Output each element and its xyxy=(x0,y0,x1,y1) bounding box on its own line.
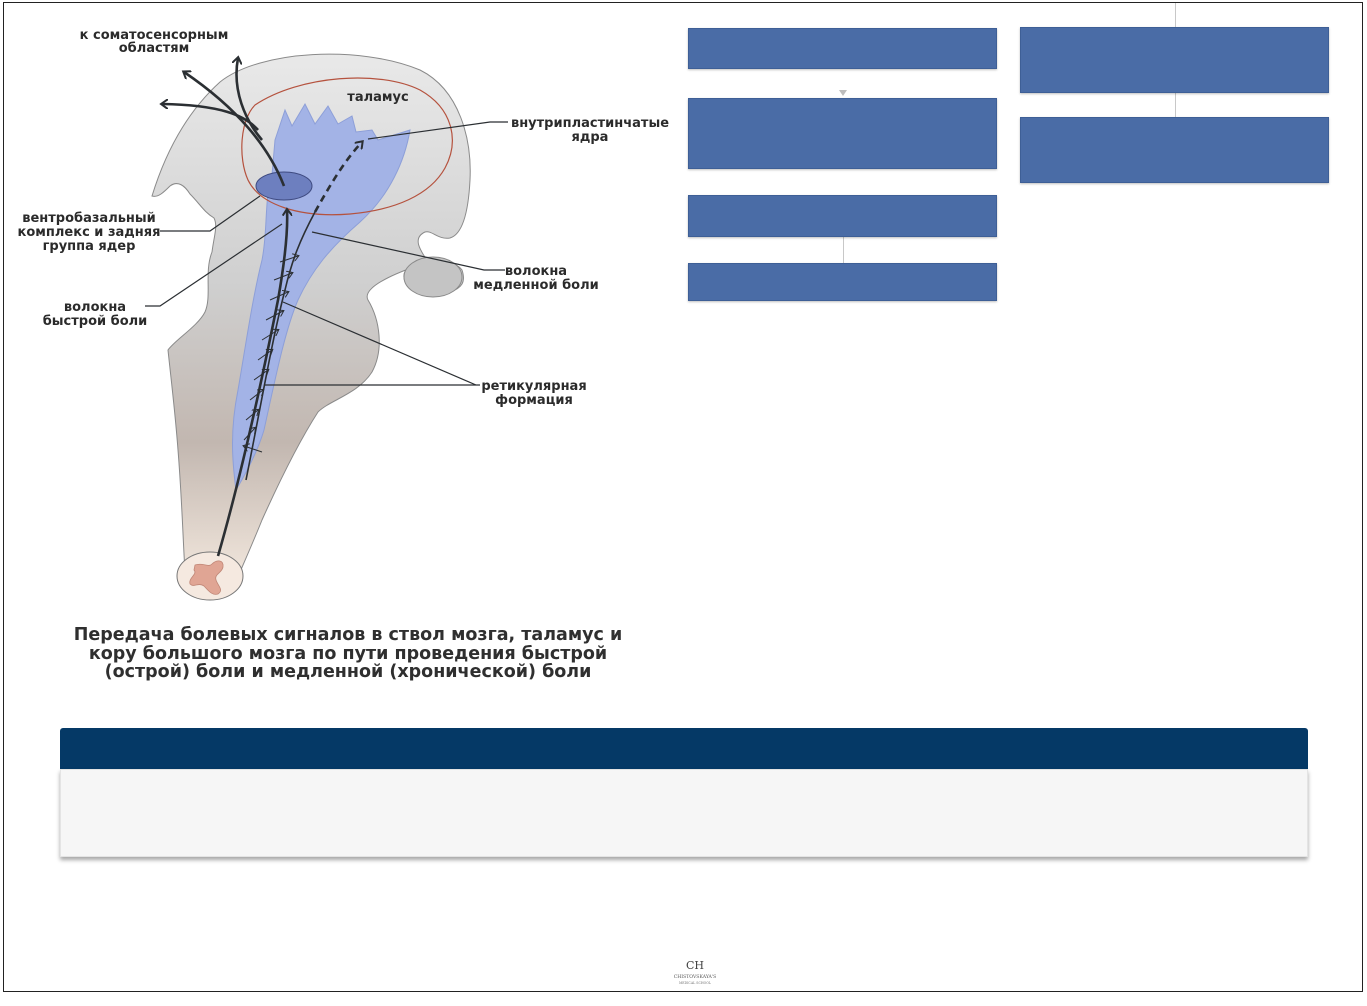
label-somatosensory-2: областям xyxy=(119,41,190,56)
label-ventrobasal-2: комплекс и задняя xyxy=(18,225,161,240)
label-reticular-2: формация xyxy=(495,393,573,408)
school-logo: CH CHISTOVSKAYA'S MEDICAL SCHOOL xyxy=(664,956,726,988)
connector-line xyxy=(1175,93,1176,117)
leader-lines xyxy=(145,121,508,386)
svg-text:CHISTOVSKAYA'S: CHISTOVSKAYA'S xyxy=(674,974,716,980)
reticular-branches xyxy=(244,256,298,453)
label-ventrobasal-3: группа ядер xyxy=(43,239,136,254)
label-reticular-1: ретикулярная xyxy=(481,379,586,394)
pain-pathway-diagram: к соматосенсорным областям таламус внутр… xyxy=(18,28,669,601)
label-slow-fibers-2: медленной боли xyxy=(473,278,598,293)
slow-pain-fiber xyxy=(245,211,316,481)
label-fast-fibers-1: волокна xyxy=(64,300,126,315)
flow-box-1 xyxy=(688,28,997,69)
label-intralaminar-2: ядра xyxy=(572,130,609,145)
label-thalamus: таламус xyxy=(347,90,408,105)
thalamus-outline xyxy=(241,77,453,216)
label-slow-fibers-1: волокна xyxy=(505,264,567,279)
content-panel xyxy=(60,769,1308,857)
flow-box-4 xyxy=(688,263,997,301)
pathway-region xyxy=(232,102,411,492)
svg-text:CH: CH xyxy=(686,959,704,972)
connector-arrow xyxy=(839,90,847,96)
svg-text:MEDICAL SCHOOL: MEDICAL SCHOOL xyxy=(679,981,712,985)
slow-pain-fiber-dashed xyxy=(313,142,362,213)
label-ventrobasal-1: вентробазальный xyxy=(22,211,156,226)
fiber-to-cortex-2 xyxy=(162,104,259,131)
flow-box-6 xyxy=(1020,117,1329,183)
flow-box-3 xyxy=(688,195,997,237)
side-lobe xyxy=(403,256,463,298)
fiber-to-cortex-1 xyxy=(184,72,286,187)
fast-pain-fiber xyxy=(216,210,287,557)
label-somatosensory-1: к соматосенсорным xyxy=(80,28,229,43)
flow-box-2 xyxy=(688,98,997,169)
spinal-gray-matter xyxy=(189,560,224,595)
label-intralaminar-1: внутрипластинчатые xyxy=(511,116,669,131)
diagram-caption: Передача болевых сигналов в ствол мозга,… xyxy=(73,625,623,682)
section-banner xyxy=(60,728,1308,769)
flow-box-5 xyxy=(1020,27,1329,93)
page-frame xyxy=(3,2,1363,992)
label-fast-fibers-2: быстрой боли xyxy=(43,314,148,329)
connector-line xyxy=(843,237,844,263)
fiber-to-cortex-3 xyxy=(237,58,263,141)
connector-line xyxy=(1175,3,1176,29)
